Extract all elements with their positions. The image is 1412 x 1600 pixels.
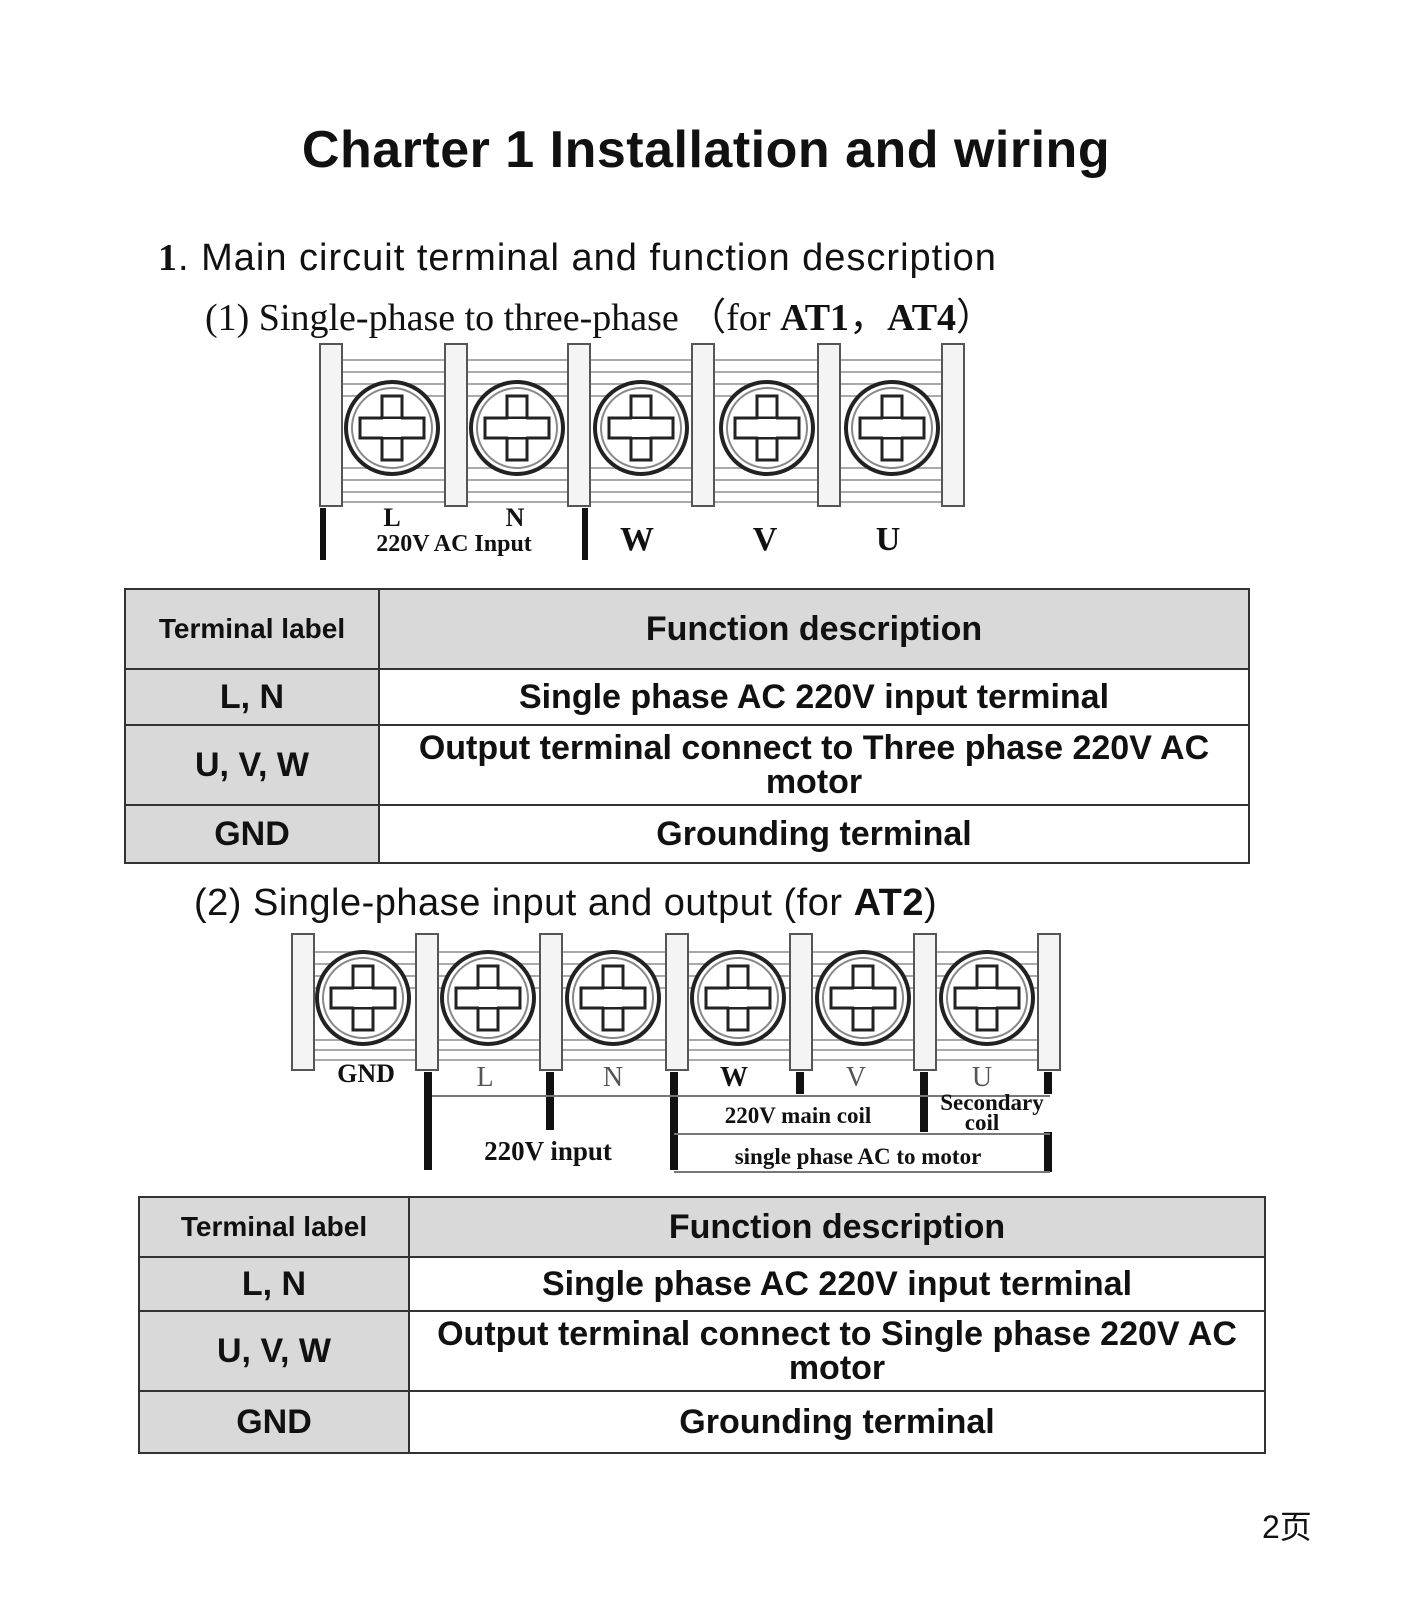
screw-icon [815, 950, 911, 1046]
screw-icon [315, 950, 411, 1046]
screw-icon [690, 950, 786, 1046]
terminal-label-cell: GND [124, 804, 380, 864]
function-description-cell: Single phase AC 220V input terminal [378, 668, 1250, 726]
section-heading: 1. Main circuit terminal and function de… [158, 236, 997, 280]
function-table-2: Terminal label Function description L, N… [138, 1196, 1266, 1454]
screw-icon [565, 950, 661, 1046]
secondary-coil-label: Secondary [940, 1090, 1044, 1115]
terminal-label-L: L [383, 503, 400, 532]
model-at1: AT1 [780, 297, 850, 339]
terminal-label-cell: L, N [138, 1256, 410, 1312]
terminal-label-W: W [620, 521, 654, 558]
subsection-1-suffix: ） [956, 297, 995, 339]
table-row: GND Grounding terminal [138, 1390, 1266, 1454]
page-number: 2页 [1262, 1509, 1312, 1545]
function-description-cell: Output terminal connect to Single phase … [408, 1310, 1266, 1392]
terminal-label-N: N [603, 1062, 623, 1093]
subsection-heading-1: (1) Single-phase to three-phase （for AT1… [205, 286, 994, 341]
section-number: 1 [158, 237, 178, 279]
terminal-label-W: W [720, 1062, 748, 1093]
function-description-cell: Output terminal connect to Three phase 2… [378, 724, 1250, 806]
terminal-label-V: V [846, 1062, 866, 1093]
terminal-label-cell: L, N [124, 668, 380, 726]
terminal-separators [291, 933, 1061, 1071]
terminal-block-diagram-1: L N 220V AC Input W V U [319, 343, 965, 560]
table-header-terminal-label: Terminal label [138, 1196, 410, 1258]
screw-icon [844, 380, 940, 476]
function-description-cell: Grounding terminal [378, 804, 1250, 864]
section-heading-text: . Main circuit terminal and function des… [178, 237, 997, 279]
terminal-separators [319, 343, 965, 507]
subsection-2-prefix: (2) Single-phase input and output (for [194, 882, 854, 924]
terminal-label-cell: U, V, W [138, 1310, 410, 1392]
terminal-label-U: U [876, 521, 901, 558]
table-header-terminal-label: Terminal label [124, 588, 380, 670]
subsection-2-suffix: ) [924, 882, 938, 924]
screw-icon [469, 380, 565, 476]
table-header-function-description: Function description [378, 588, 1250, 670]
single-phase-label: single phase AC to motor [735, 1144, 982, 1169]
screw-icon [440, 950, 536, 1046]
terminal-label-cell: GND [138, 1390, 410, 1454]
screw-icon [719, 380, 815, 476]
terminal-label-V: V [753, 521, 778, 558]
input-label: 220V AC Input [376, 531, 532, 557]
table-row: GND Grounding terminal [124, 804, 1250, 864]
table-row: U, V, W Output terminal connect to Singl… [138, 1310, 1266, 1392]
screw-icon [593, 380, 689, 476]
wiring-lines [424, 1072, 1052, 1173]
model-at4: AT4 [887, 297, 957, 339]
function-table-1: Terminal label Function description L, N… [124, 588, 1250, 864]
main-coil-label: 220V main coil [725, 1103, 872, 1128]
subsection-heading-2: (2) Single-phase input and output (for A… [194, 882, 937, 925]
terminal-label-U: U [972, 1062, 992, 1093]
subsection-1-separator: ， [849, 297, 888, 339]
terminal-label-L: L [476, 1062, 493, 1093]
input-label: 220V input [484, 1136, 612, 1166]
table-header-function-description: Function description [408, 1196, 1266, 1258]
terminal-label-cell: U, V, W [124, 724, 380, 806]
terminal-block-diagram-2: GND L N W V U 220V input 220V main coil … [291, 933, 1061, 1173]
terminal-label-N: N [506, 503, 525, 532]
screw-icon [344, 380, 440, 476]
model-at2: AT2 [853, 882, 925, 924]
page-title: Charter 1 Installation and wiring [301, 121, 1111, 179]
table-row: L, N Single phase AC 220V input terminal [138, 1256, 1266, 1312]
function-description-cell: Grounding terminal [408, 1390, 1266, 1454]
table-row: L, N Single phase AC 220V input terminal [124, 668, 1250, 726]
screw-icon [939, 950, 1035, 1046]
subsection-1-prefix: (1) Single-phase to three-phase （for [205, 297, 781, 339]
function-description-cell: Single phase AC 220V input terminal [408, 1256, 1266, 1312]
terminal-label-GND: GND [337, 1059, 395, 1088]
secondary-coil-label-2: coil [965, 1110, 1000, 1135]
table-row: U, V, W Output terminal connect to Three… [124, 724, 1250, 806]
